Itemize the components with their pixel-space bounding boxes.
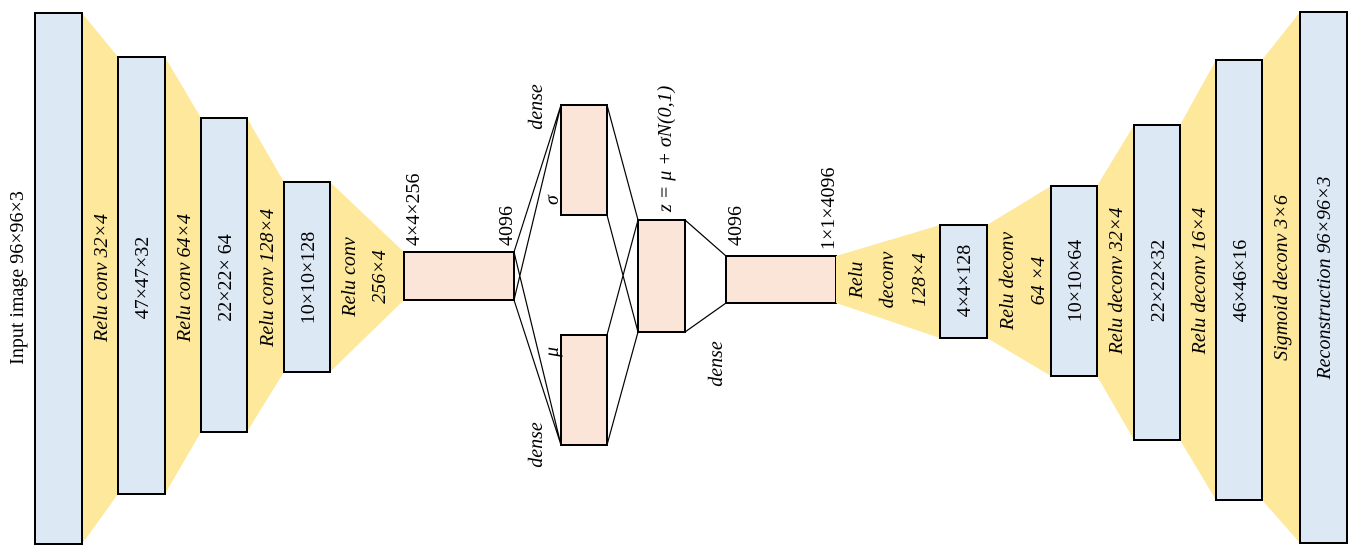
decoder-feature-block-3 — [1133, 124, 1181, 441]
dense-output-label: dense — [705, 341, 727, 387]
encoder-funnel-1 — [82, 13, 118, 544]
mu-block — [560, 334, 608, 446]
decoder-op-label-1-line-3: 128×4 — [908, 253, 930, 307]
dense-mu-label: dense — [525, 422, 547, 468]
z-block — [637, 219, 686, 333]
encoder-funnel-2 — [165, 57, 201, 494]
encoder-feature-block-2 — [200, 117, 248, 433]
decoder-feature-label-3: 22×22×32 — [1147, 240, 1169, 323]
decoder-funnel-1 — [836, 225, 940, 338]
decoder-funnel-3 — [1097, 125, 1134, 440]
decoder-feature-label-4: 46×46×16 — [1229, 240, 1251, 323]
encoder-flat-size-label: 4096 — [495, 206, 517, 246]
decoder-funnel-4 — [1180, 60, 1216, 500]
decoder-op-label-5: Sigmoid deconv 3×6 — [1270, 195, 1292, 361]
encoder-feature-label-2: 22×22× 64 — [214, 234, 236, 322]
decoder-funnel-5 — [1262, 12, 1300, 543]
sigma-label: σ — [541, 194, 563, 205]
encoder-op-label-2: Relu conv 64×4 — [173, 214, 195, 343]
mu-label: μ — [541, 347, 563, 358]
encoder-op-label-3: Relu conv 128×4 — [256, 209, 278, 348]
decoder-feature-label-1: 4×4×128 — [953, 245, 975, 318]
reconstruction-label: Reconstruction 96×96×3 — [1313, 176, 1335, 380]
decoder-feature-block-2 — [1050, 185, 1098, 377]
encoder-op-label-4-line-2: 256×4 — [368, 250, 390, 304]
reconstruction-block — [1299, 11, 1348, 544]
encoder-output-shape-label: 4×4×256 — [402, 173, 424, 246]
z-equation-label: z = μ + σN(0,1) — [654, 85, 676, 213]
encoder-op-label-1: Relu conv 32×4 — [90, 214, 112, 343]
decoder-op-label-3: Relu deconv 32×4 — [1105, 208, 1127, 356]
encoder-feature-block-1 — [117, 56, 166, 495]
encoder-feature-label-1: 47×47×32 — [131, 237, 153, 320]
decoder-op-label-1-line-2: deconv — [876, 252, 898, 309]
encoder-op-label-4-line-1: Relu conv — [338, 237, 360, 318]
decoder-op-label-2-line-2: 64 ×4 — [1027, 257, 1049, 306]
latent-connections — [513, 104, 727, 446]
decoder-feature-block-1 — [939, 224, 988, 339]
input-image-block — [34, 12, 83, 545]
decoder-funnel-2 — [987, 186, 1051, 376]
sigma-block — [560, 104, 608, 216]
decoder-op-label-1-line-1: Relu — [845, 262, 867, 300]
encoder-funnel-3 — [247, 118, 284, 432]
decoder-flat-block — [725, 255, 837, 304]
decoder-op-label-4: Relu deconv 16×4 — [1188, 208, 1210, 356]
latent-size-label: 4096 — [724, 206, 746, 246]
reshape-shape-label: 1×1×4096 — [817, 167, 839, 250]
input-image-label: Input image 96×96×3 — [6, 191, 28, 365]
encoder-funnel-4 — [330, 182, 404, 372]
decoder-feature-block-4 — [1215, 59, 1263, 501]
decoder-feature-label-2: 10×10×64 — [1064, 240, 1086, 323]
encoder-feature-label-3: 10×10×128 — [297, 232, 319, 325]
decoder-op-label-2-line-1: Relu deconv — [996, 232, 1018, 331]
encoder-feature-block-3 — [283, 181, 331, 373]
dense-sigma-label: dense — [525, 84, 547, 130]
encoder-flat-block — [403, 251, 515, 301]
